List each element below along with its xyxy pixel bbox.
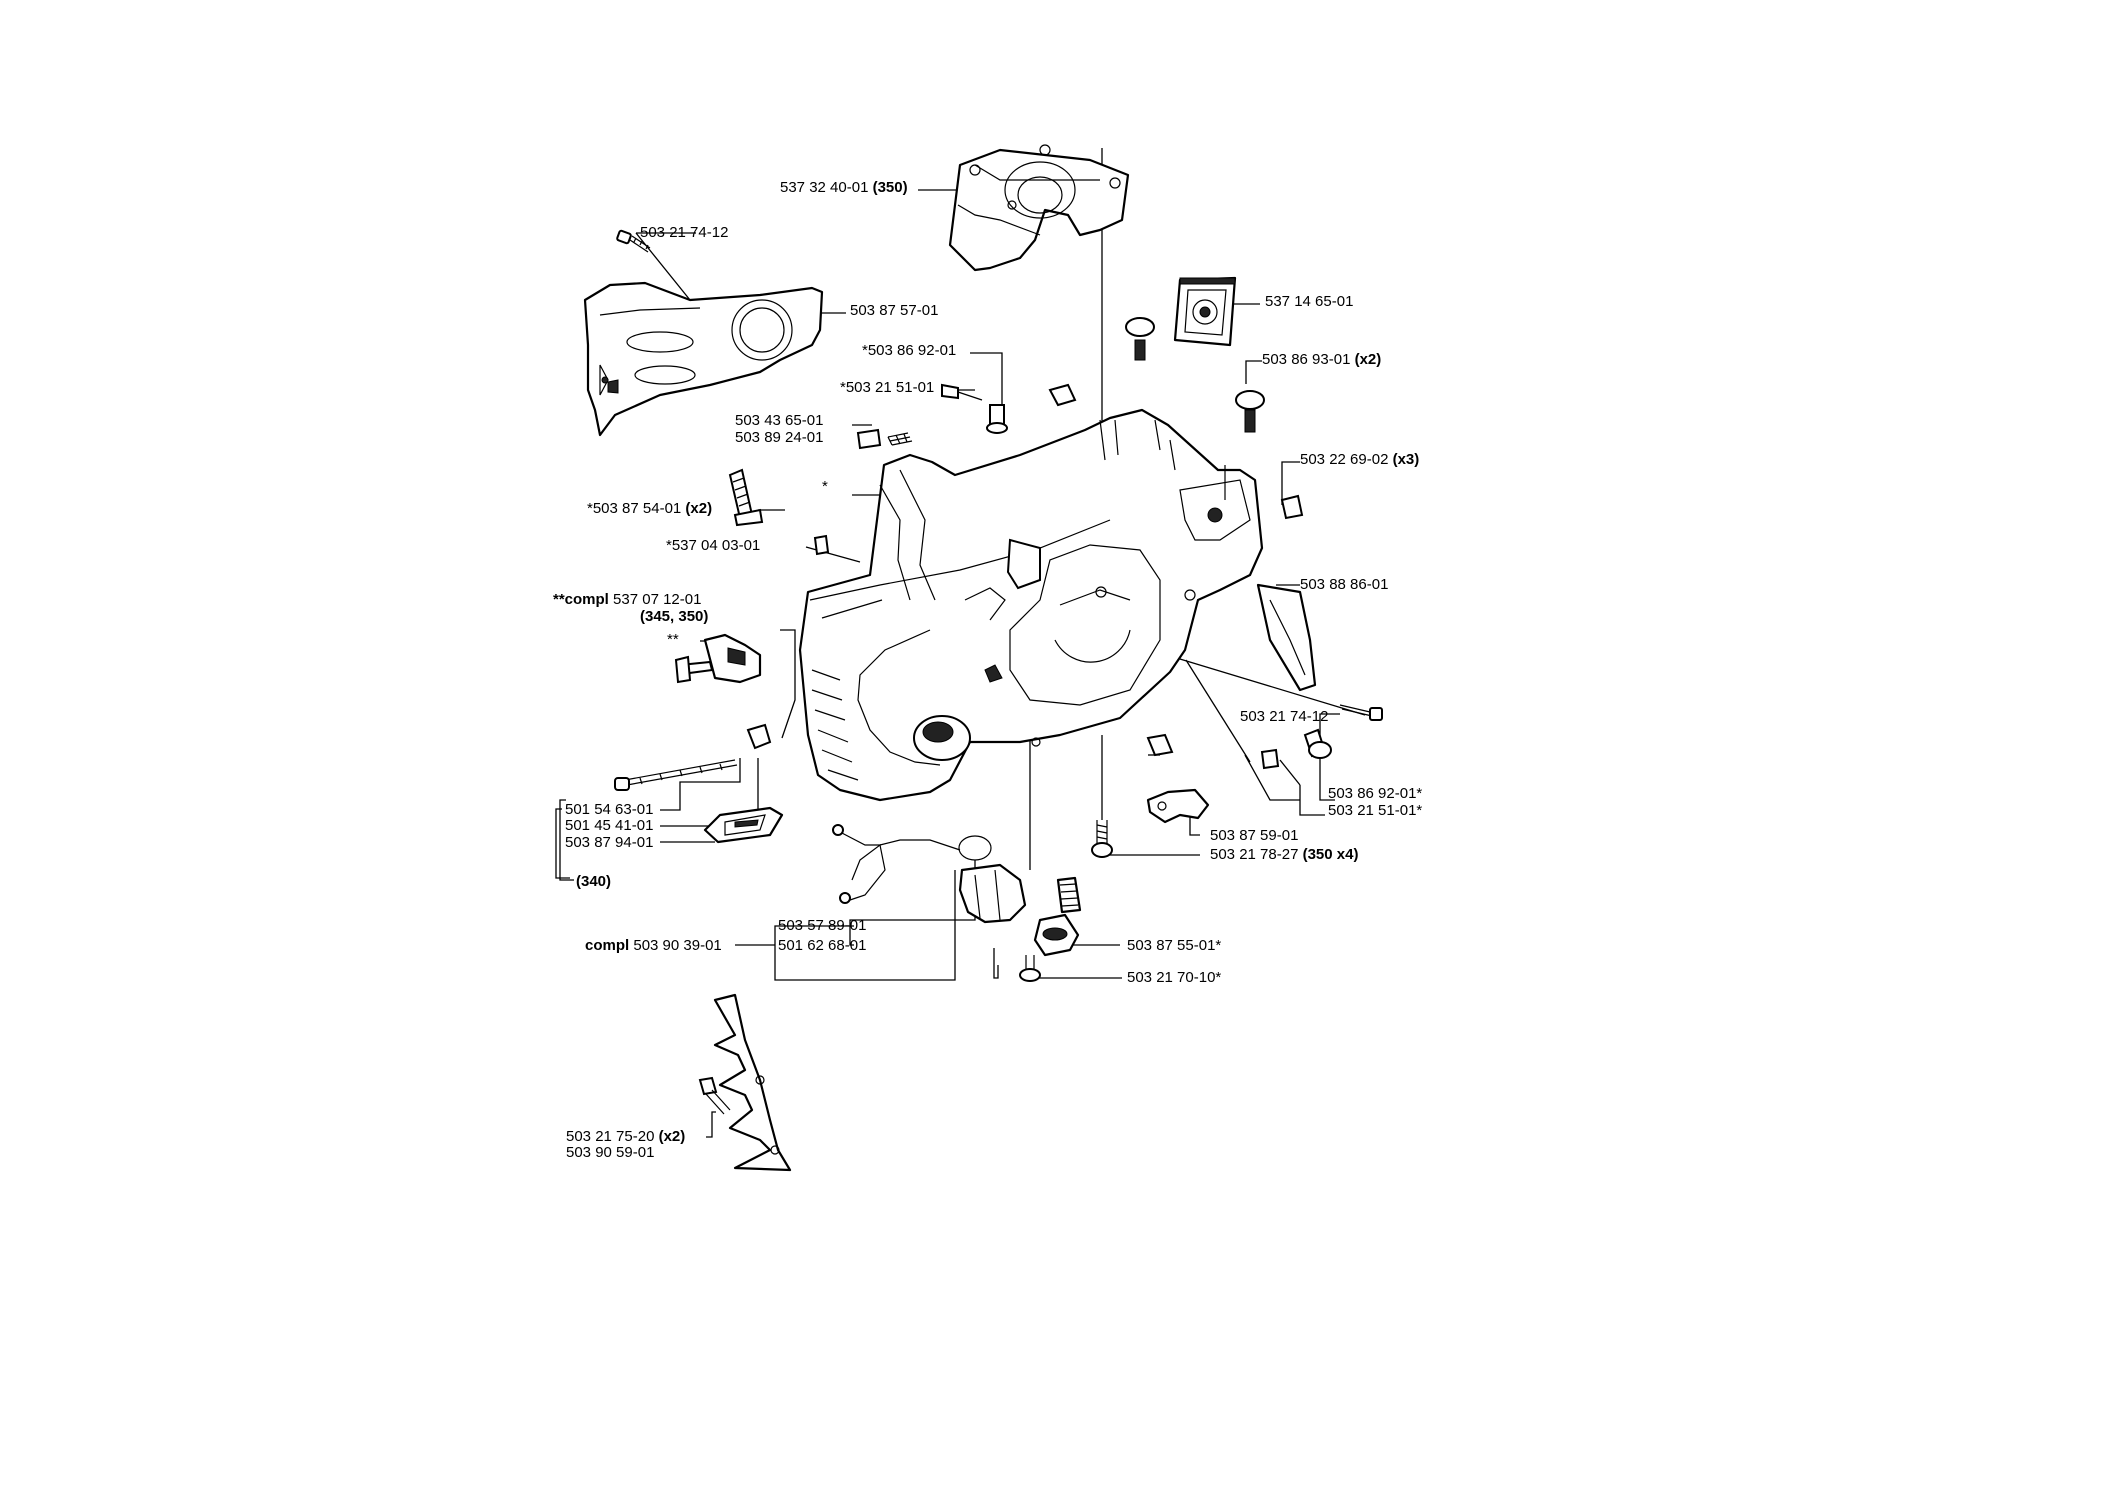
label-deflector-503888601: 503 88 86-01 (1300, 576, 1389, 593)
chain-catcher-part (1019, 876, 1082, 982)
label-bolt-503875401: *503 87 54-01 (x2) (587, 500, 713, 517)
screw-part-bottom (1091, 820, 1113, 858)
label-star: * (822, 478, 828, 495)
label-compl-models: (345, 350) (640, 608, 709, 625)
label-buffer-503869201-right: 503 86 92-01* (1328, 785, 1423, 802)
clamp-parts (1146, 733, 1210, 824)
fuel-cap-parts (832, 824, 1027, 924)
label-cylinder-cover: 537 32 40-01 (350) (780, 179, 908, 196)
spike-bumper-part (698, 993, 792, 1172)
label-nut-503226902: 503 22 69-02 (x3) (1300, 451, 1420, 468)
bar-bolt-part (728, 468, 764, 527)
label-pin-537040301: *537 04 03-01 (666, 537, 761, 554)
label-clutch-cover: 503 87 57-01 (850, 302, 939, 319)
label-bolt-503217412: 503 21 74-12 (640, 224, 729, 241)
clutch-cover-part (583, 281, 824, 437)
label-clamp-503875901: 503 87 59-01 (1210, 827, 1299, 844)
label-catcher-503875501: 503 87 55-01* (1127, 937, 1222, 954)
pin-part (813, 534, 830, 556)
label-cap-501626801: 501 62 68-01 (778, 937, 867, 954)
screw-part-right (1339, 704, 1383, 721)
label-screw-503215101: *503 21 51-01 (840, 379, 935, 396)
label-screw-503217010: 503 21 70-10* (1127, 969, 1222, 986)
label-air-filter: 537 14 65-01 (1265, 293, 1354, 310)
label-compl-503903901: compl 503 90 39-01 (585, 937, 722, 954)
label-snubber-503869301: 503 86 93-01 (x2) (1262, 351, 1382, 368)
label-part-503892401: 503 89 24-01 (735, 429, 824, 446)
label-buffer-503869201: *503 86 92-01 (862, 342, 957, 359)
left-small-parts (614, 723, 784, 844)
label-plate-503879401: 503 87 94-01 (565, 834, 654, 851)
label-screw-503217520: 503 21 75-20 (x2) (566, 1128, 686, 1145)
buffer-parts-right (1260, 728, 1332, 770)
label-bumper-503905901: 503 90 59-01 (566, 1144, 655, 1161)
nut-part (1280, 494, 1304, 520)
label-screw-503217412-right: 503 21 74-12 (1240, 708, 1329, 725)
label-model-340: (340) (576, 873, 612, 890)
label-screw-503215101-right: 503 21 51-01* (1328, 802, 1423, 819)
crankcase-part (798, 408, 1264, 802)
deflector-part (1256, 583, 1317, 692)
label-part-503436501: 503 43 65-01 (735, 412, 824, 429)
label-clip-501454101: 501 45 41-01 (565, 817, 654, 834)
label-double-star: ** (667, 631, 679, 648)
label-filter-503578901: 503 57 89-01 (778, 917, 867, 934)
label-screw-501546301: 501 54 63-01 (565, 801, 654, 818)
buffer-parts (941, 383, 1008, 434)
cylinder-cover-part (948, 144, 1130, 272)
label-compl-537071201: **compl 537 07 12-01 (553, 591, 702, 608)
bolt-part (616, 229, 651, 253)
snubber-parts (1048, 317, 1265, 433)
stop-switch-part (674, 633, 762, 684)
label-screw-503217827: 503 21 78-27 (350 x4) (1210, 846, 1359, 863)
spring-parts (856, 428, 913, 450)
air-filter-part (1173, 276, 1237, 347)
